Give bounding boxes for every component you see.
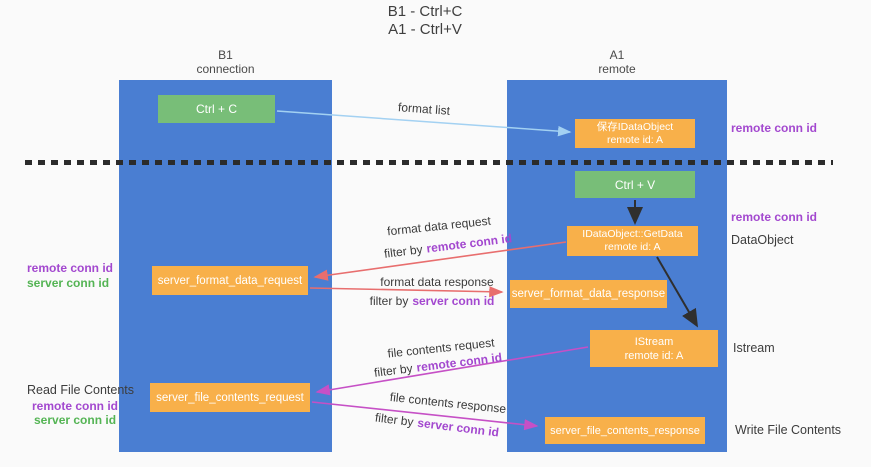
right-istream-label: Istream: [733, 341, 775, 355]
label-format-data-response: format data response: [380, 275, 494, 289]
filter-by-prefix-3: filter by: [373, 361, 414, 380]
filter-by-prefix-1: filter by: [383, 242, 424, 261]
node-istream-line2: remote id: A: [624, 349, 684, 362]
left-read-file-contents-label: Read File Contents: [27, 383, 135, 397]
node-save-idataobject-line2: remote id: A: [606, 133, 664, 146]
node-getdata-line2: remote id: A: [604, 241, 661, 253]
dashed-separator-line: [25, 160, 833, 165]
lane-left-role: connection: [196, 62, 255, 76]
node-file-response-label: server_file_contents_response: [550, 424, 700, 437]
filter-remote-conn-id-1: remote conn id: [425, 231, 513, 256]
node-format-response-label: server_format_data_response: [511, 288, 666, 300]
node-ctrl-c-label: Ctrl + C: [195, 102, 237, 116]
lane-header-a1-remote: A1 remote: [507, 48, 727, 76]
node-save-idataobject: 保存IDataObject remote id: A: [575, 119, 695, 148]
right-dataobject-label: DataObject: [731, 233, 794, 247]
lane-left-name: B1: [218, 48, 233, 62]
node-ctrl-c: Ctrl + C: [158, 95, 275, 123]
left-remote-conn-id-bottom: remote conn id: [32, 399, 119, 413]
node-ctrl-v-label: Ctrl + V: [614, 177, 656, 192]
lane-right-role: remote: [598, 62, 636, 76]
node-file-request-label: server_file_contents_request: [156, 391, 304, 404]
left-server-conn-id-bottom: server conn id: [34, 413, 117, 427]
label-format-list: format list: [397, 100, 451, 118]
node-istream-line1: IStream: [634, 335, 674, 348]
filter-by-prefix-2: filter by: [369, 294, 409, 308]
node-format-request-label: server_format_data_request: [157, 274, 303, 287]
node-server-format-data-request: server_format_data_request: [152, 266, 308, 295]
node-getdata-line1: IDataObject::GetData: [582, 228, 683, 240]
filter-by-prefix-4: filter by: [374, 410, 415, 430]
lane-right-name: A1: [609, 48, 625, 62]
title-line-1: B1 - Ctrl+C: [387, 3, 463, 20]
node-idataobject-getdata: IDataObject::GetData remote id: A: [567, 226, 698, 256]
title-line-2: A1 - Ctrl+V: [388, 21, 462, 38]
right-write-file-contents-label: Write File Contents: [735, 423, 842, 437]
node-server-file-contents-request: server_file_contents_request: [150, 383, 310, 412]
node-save-idataobject-line1: 保存IDataObject: [596, 120, 674, 133]
filter-server-conn-id-1: server conn id: [412, 294, 495, 308]
lane-header-b1-connection: B1 connection: [119, 48, 332, 76]
label-file-contents-response: file contents response: [389, 389, 507, 417]
diagram-title: B1 - Ctrl+C A1 - Ctrl+V: [275, 3, 575, 39]
left-remote-conn-id-top: remote conn id: [27, 261, 114, 275]
right-remote-conn-id-mid: remote conn id: [731, 210, 818, 224]
node-server-file-contents-response: server_file_contents_response: [545, 417, 705, 444]
node-ctrl-v: Ctrl + V: [575, 171, 695, 198]
left-server-conn-id-top: server conn id: [27, 276, 110, 290]
node-server-format-data-response: server_format_data_response: [510, 280, 667, 308]
node-istream: IStream remote id: A: [590, 330, 718, 367]
right-remote-conn-id-top: remote conn id: [731, 121, 818, 135]
filter-server-conn-id-2: server conn id: [416, 415, 500, 440]
